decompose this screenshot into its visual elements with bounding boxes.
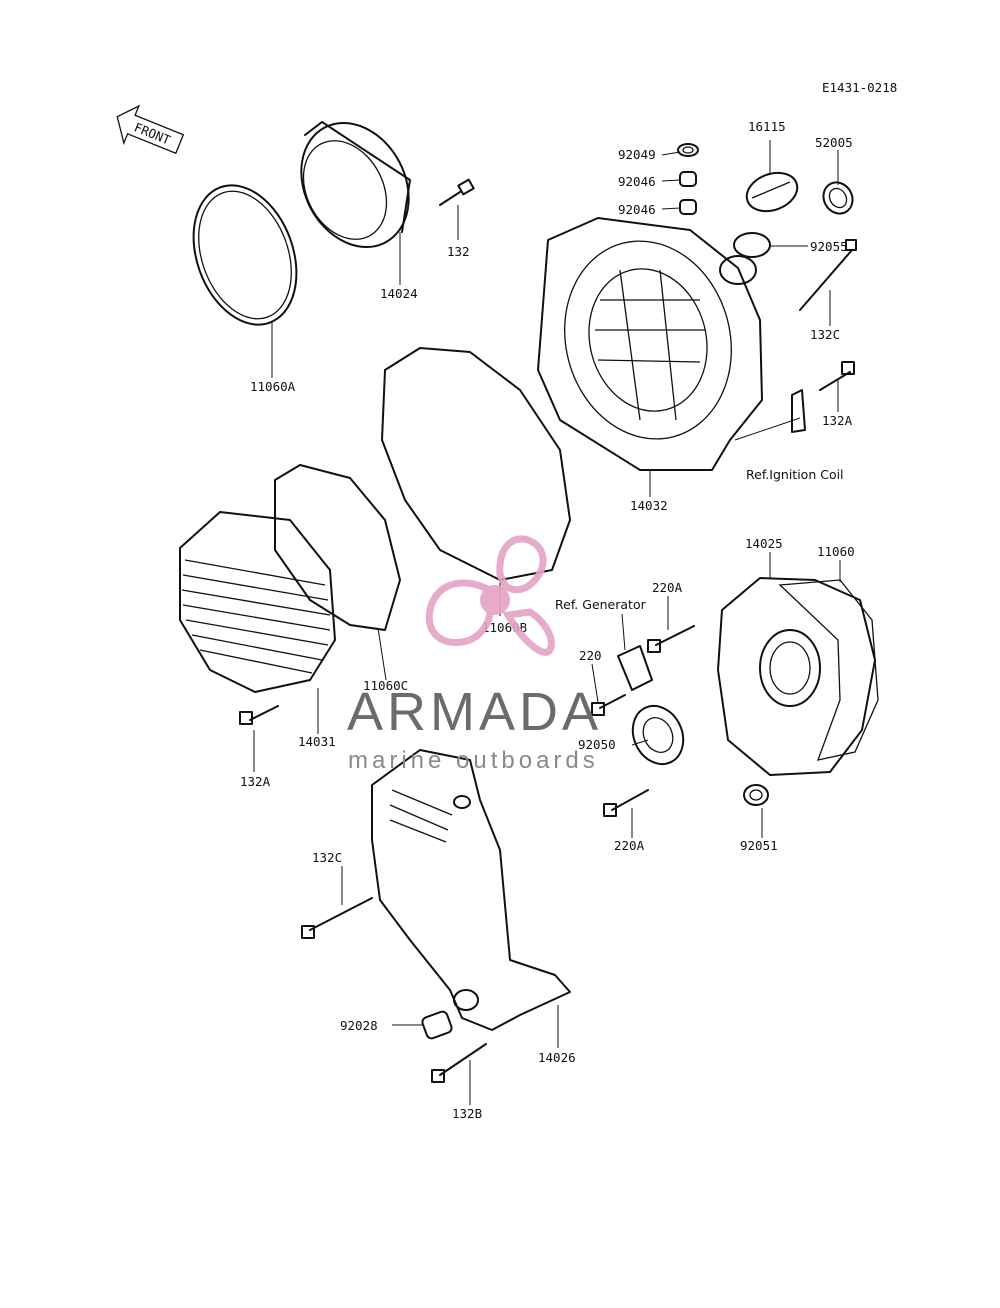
watermark-brand: ARMADA: [347, 682, 602, 742]
bolt-132C-lower: [301, 897, 373, 939]
bolt-220A-upper: [647, 625, 695, 653]
label-14032: 14032: [630, 498, 668, 513]
label-132C-top: 132C: [810, 327, 840, 342]
bolt-220A-lower: [603, 789, 649, 817]
gasket-11060C: [274, 464, 401, 631]
sleeve-92046-a: [679, 171, 697, 187]
label-11060: 11060: [817, 544, 855, 559]
label-132A-right: 132A: [822, 413, 853, 428]
label-52005: 52005: [815, 135, 853, 150]
clip-generator: [617, 645, 653, 691]
watermark-tagline: marine outboards: [348, 747, 599, 774]
label-220A-top: 220A: [652, 580, 683, 595]
bolt-132A-right: [819, 361, 855, 391]
label-ref-ignition-coil: Ref.Ignition Coil: [746, 467, 844, 482]
label-220: 220: [579, 648, 602, 663]
cap-16115: [745, 171, 799, 213]
cover-14025: [717, 577, 876, 776]
label-92046-a: 92046: [618, 174, 656, 189]
collar-92028: [421, 1010, 453, 1040]
propeller-logo-icon: [425, 535, 555, 656]
bracket-ignition: [791, 389, 806, 433]
diagram-code: E1431-0218: [822, 80, 897, 95]
bolt-132: [439, 178, 475, 206]
ring-52005: [822, 181, 854, 215]
bolt-132A-left: [239, 705, 279, 725]
gasket-11060B: [381, 347, 571, 581]
label-14025: 14025: [745, 536, 783, 551]
bolt-220: [591, 694, 626, 716]
gasket-11060: [778, 579, 879, 761]
sleeve-92049: [677, 143, 699, 157]
label-92051: 92051: [740, 838, 778, 853]
label-92028: 92028: [340, 1018, 378, 1033]
label-11060C: 11060C: [363, 678, 408, 693]
cover-14031: [179, 511, 336, 693]
label-132: 132: [447, 244, 470, 259]
label-220A-bottom: 220A: [614, 838, 645, 853]
label-92055: 92055: [810, 239, 848, 254]
label-ref-generator: Ref. Generator: [555, 597, 647, 612]
label-11060A: 11060A: [250, 379, 296, 394]
sleeve-92046-b: [679, 199, 697, 215]
cover-14032: [537, 217, 763, 471]
label-92046-b: 92046: [618, 202, 656, 217]
bolt-132B: [431, 1043, 487, 1083]
label-132C-bottom: 132C: [312, 850, 342, 865]
label-92050: 92050: [578, 737, 616, 752]
cover-14024: [300, 121, 411, 249]
watermark: ARMADA marine outboards: [347, 535, 602, 774]
label-92049: 92049: [618, 147, 656, 162]
cover-14026: [371, 749, 571, 1031]
seal-92051: [743, 784, 769, 806]
label-132A-left: 132A: [240, 774, 271, 789]
front-arrow-icon: FRONT: [116, 104, 185, 155]
seal-92050: [631, 704, 685, 766]
bolt-132C-upper: [799, 239, 857, 311]
label-16115: 16115: [748, 119, 786, 134]
label-14031: 14031: [298, 734, 336, 749]
label-132B: 132B: [452, 1106, 482, 1121]
label-14024: 14024: [380, 286, 418, 301]
oring-92055: [733, 232, 771, 258]
leader-lines: [253, 140, 841, 1105]
label-14026: 14026: [538, 1050, 576, 1065]
gasket-11060A: [192, 184, 298, 326]
